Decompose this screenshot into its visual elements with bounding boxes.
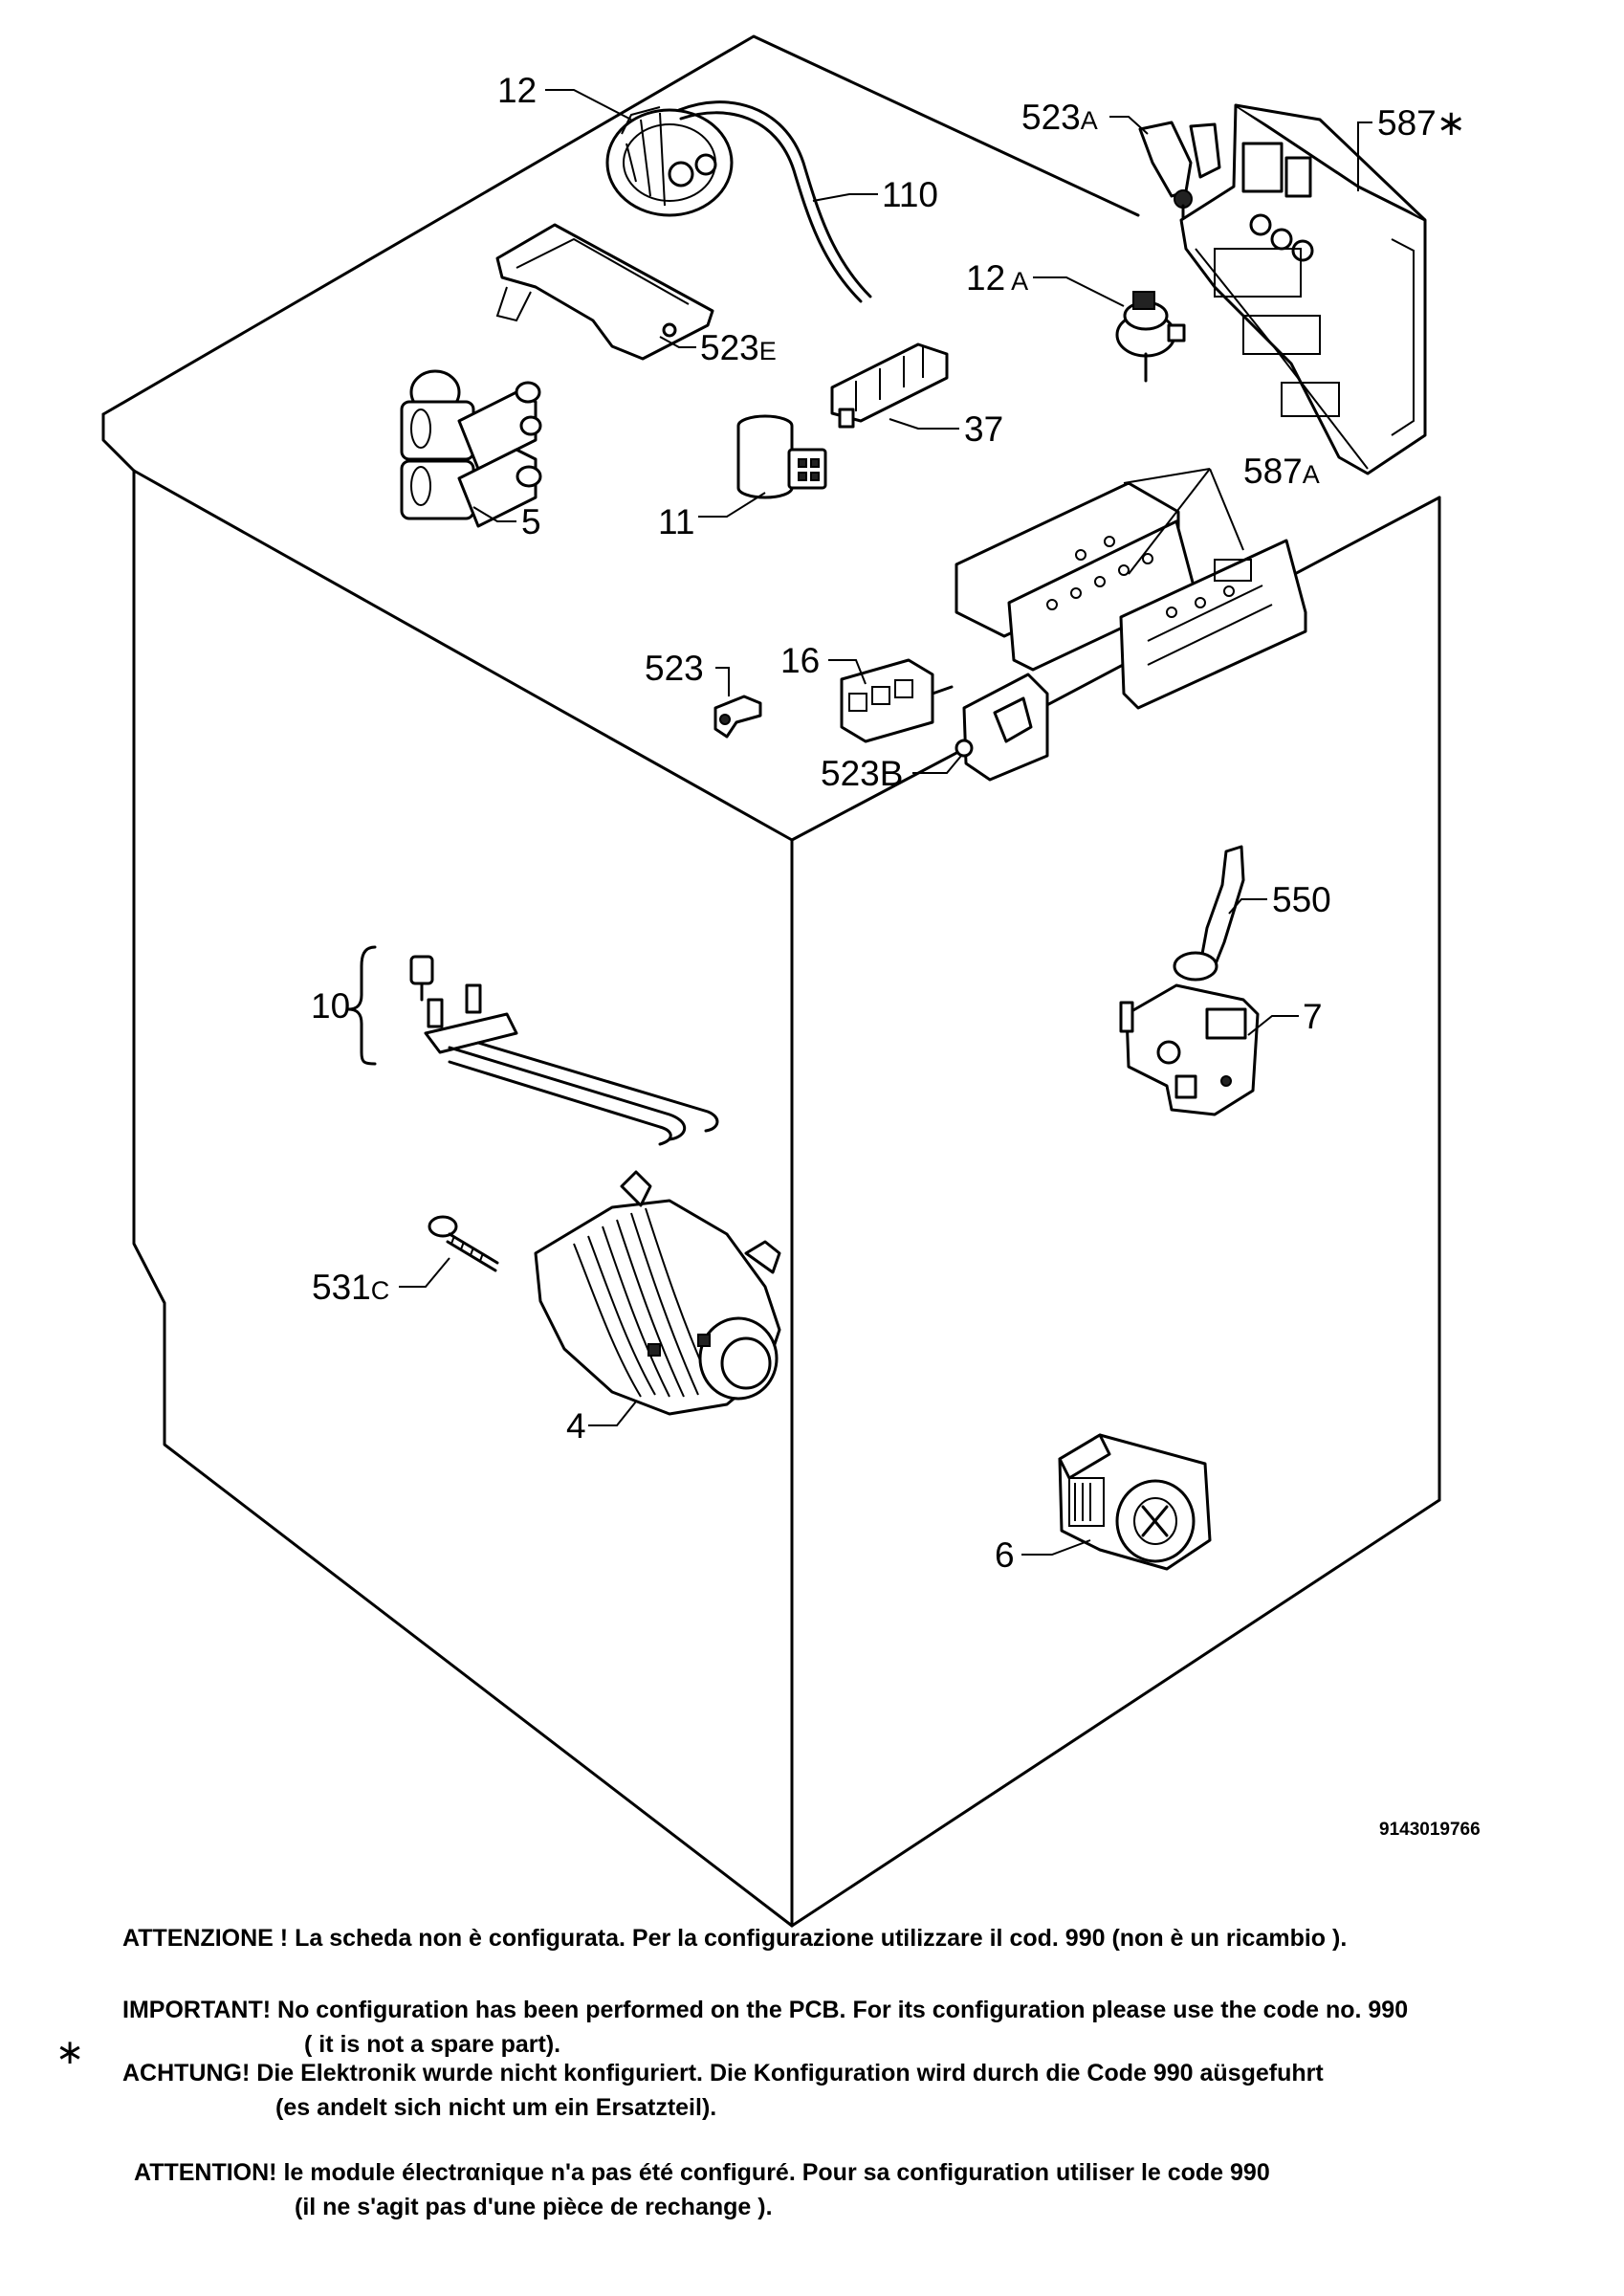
label-4: 4 (566, 1406, 586, 1446)
part-587-star-electronic-module (1179, 103, 1427, 475)
part-523b-knob-cover (955, 673, 1049, 782)
part-16-door-interlock (840, 658, 954, 743)
label-10: 10 (311, 986, 350, 1026)
part-4-drain-pump (534, 1170, 781, 1416)
part-587a-control-boards (955, 481, 1307, 710)
label-587a: 587A (1243, 452, 1320, 491)
label-531c: 531C (312, 1268, 389, 1307)
part-110-hose (677, 100, 872, 303)
part-12a-pressure-switch (1115, 291, 1186, 383)
part-523e-bracket (495, 223, 714, 361)
label-523b: 523B (821, 754, 903, 793)
part-6-pump (1058, 1433, 1212, 1571)
label-37: 37 (964, 409, 1003, 449)
leader-lines (399, 89, 1372, 1556)
label-16: 16 (780, 641, 820, 680)
label-12: 12 (497, 71, 537, 110)
part-7-valve-body (1119, 983, 1260, 1116)
part-10-heating-element (346, 945, 719, 1146)
label-523a: 523A (1021, 98, 1098, 137)
label-523: 523 (645, 649, 704, 688)
document-id: 9143019766 (1379, 1820, 1481, 1840)
part-5-inlet-valve (400, 369, 542, 528)
part-12-pressure-switch (605, 106, 734, 217)
label-7: 7 (1303, 997, 1323, 1036)
part-531c-screw (428, 1215, 499, 1272)
label-110: 110 (882, 175, 938, 214)
part-11-capacitor (736, 414, 827, 499)
part-523a-clip (1138, 121, 1221, 222)
label-6: 6 (995, 1535, 1015, 1575)
label-5: 5 (521, 502, 541, 541)
part-37-terminal-block (830, 342, 949, 429)
label-550: 550 (1272, 880, 1331, 919)
part-550-lever (1173, 845, 1245, 982)
part-523-clip (713, 695, 762, 739)
label-587-star: 587∗ (1377, 103, 1466, 143)
cabinet-outline (101, 34, 1441, 1928)
label-11: 11 (658, 502, 694, 541)
label-523e: 523E (700, 328, 777, 367)
